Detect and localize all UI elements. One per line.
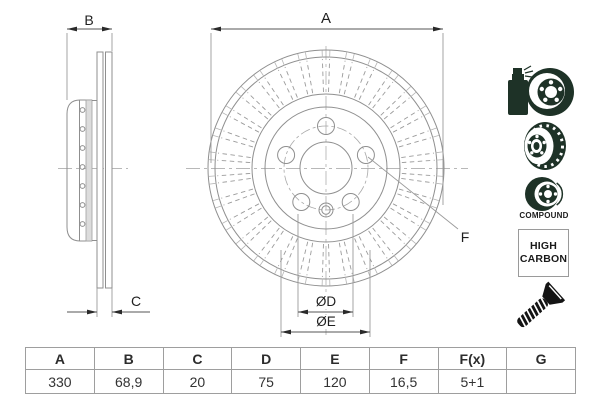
- high-carbon-line2: CARBON: [519, 253, 568, 265]
- centerlines: [58, 46, 468, 338]
- hat-flange-holes: [79, 107, 86, 227]
- spec-table-value-row: 330 68,9 20 75 120 16,5 5+1: [25, 369, 576, 394]
- spec-value-a: 330: [25, 369, 95, 394]
- dim-label-a: A: [318, 10, 334, 27]
- compound-label: COMPOUND: [519, 211, 569, 220]
- spec-header-c: C: [162, 347, 233, 370]
- spec-value-e: 120: [300, 369, 370, 394]
- spec-value-b: 68,9: [93, 369, 164, 394]
- spec-header-g: G: [506, 347, 576, 370]
- set-screw-hole: [318, 202, 334, 218]
- high-carbon-badge: HIGH CARBON: [518, 229, 569, 277]
- coated-disc-spray-icon: [508, 65, 574, 116]
- high-carbon-line1: HIGH: [529, 239, 558, 252]
- friction-ring-inner-circle: [251, 93, 401, 243]
- spec-value-g: [506, 369, 576, 394]
- dim-label-e: ØE: [314, 314, 338, 329]
- center-bore-circle: [299, 141, 353, 195]
- compound-disc-icon: [525, 177, 564, 211]
- front-view: [207, 49, 445, 287]
- spec-header-fx: F(x): [437, 347, 508, 370]
- spec-header-a: A: [25, 347, 95, 370]
- dimension-arrowheads: [67, 26, 443, 335]
- spec-value-c: 20: [162, 369, 233, 394]
- vented-disc-icon: [524, 122, 566, 170]
- spec-table-header-row: A B C D E F F(x) G: [25, 347, 576, 370]
- spec-header-f: F: [368, 347, 439, 370]
- spec-header-e: E: [300, 347, 370, 370]
- bolt-holes: [277, 117, 375, 211]
- dim-label-d: ØD: [313, 294, 339, 309]
- spec-header-d: D: [231, 347, 301, 370]
- spec-table: A B C D E F F(x) G 330 68,9 20 75 120 16…: [25, 347, 576, 394]
- spec-value-fx: 5+1: [437, 369, 508, 394]
- side-view-cross-section: [66, 51, 113, 289]
- outer-diameter-circle: [207, 49, 445, 287]
- bolt-circle: [283, 125, 369, 211]
- dim-label-f: F: [458, 229, 472, 245]
- dimension-lines: [66, 26, 459, 337]
- spec-value-d: 75: [231, 369, 301, 394]
- spec-header-b: B: [93, 347, 164, 370]
- spec-value-f: 16,5: [368, 369, 439, 394]
- dim-label-c: C: [128, 293, 144, 309]
- countersunk-screw-icon: [517, 281, 566, 329]
- dim-label-b: B: [82, 12, 96, 28]
- hat-circle: [264, 106, 388, 230]
- icon-column: [508, 65, 574, 329]
- f-leader-line: [367, 156, 459, 230]
- vent-slots: [208, 50, 444, 286]
